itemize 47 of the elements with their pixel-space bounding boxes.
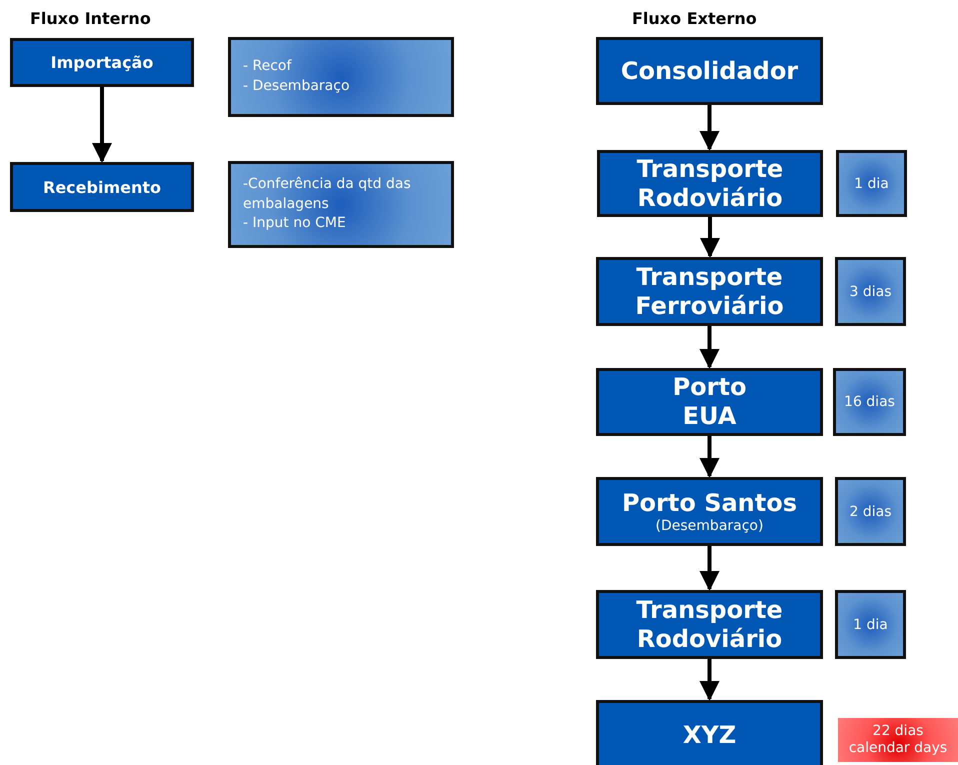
note-box: [228, 161, 454, 248]
box-label: Recebimento: [43, 178, 161, 196]
note-box: [836, 150, 907, 217]
note-box: [833, 368, 906, 436]
box-label: Importação: [50, 53, 154, 72]
arrow: [700, 436, 720, 478]
arrow: [700, 105, 720, 151]
process-box: [596, 477, 823, 546]
box-label: Transporte Ferroviário: [634, 262, 785, 320]
note-box: [835, 590, 906, 659]
box-label: calendar days: [848, 740, 948, 757]
note-text: - Desembaraço: [243, 77, 350, 96]
box-label: Porto EUA: [672, 373, 748, 431]
arrow: [700, 546, 720, 591]
section-heading: Fluxo Interno: [30, 9, 151, 28]
process-box: [10, 162, 194, 212]
process-box: [596, 700, 823, 765]
note-box: [835, 257, 906, 326]
process-box: [597, 150, 823, 217]
note-text: -Conferência da qtd das embalagens: [243, 175, 412, 214]
box-label: XYZ: [682, 720, 736, 750]
note-text: 3 dias: [849, 284, 892, 300]
process-box: [596, 37, 823, 105]
note-text: - Input no CME: [243, 214, 346, 234]
arrow: [700, 659, 720, 701]
note-text: - Recof: [243, 57, 292, 76]
box-label: Transporte Rodoviário: [636, 154, 784, 212]
process-box: [10, 38, 194, 87]
process-box: [596, 590, 823, 659]
arrow: [700, 217, 720, 258]
arrow: [92, 87, 112, 163]
box-label: 22 dias: [872, 723, 924, 740]
note-text: 16 dias: [844, 394, 895, 410]
note-box: [835, 477, 906, 546]
box-subtitle: (Desembaraço): [656, 518, 764, 534]
note-text: 1 dia: [854, 176, 889, 192]
total-box: [838, 718, 958, 762]
section-heading: Fluxo Externo: [632, 9, 757, 28]
note-box: [228, 37, 454, 117]
box-label: Transporte Rodoviário: [635, 596, 784, 654]
box-label: Consolidador: [620, 56, 798, 86]
note-text: 1 dia: [853, 616, 888, 632]
note-text: 2 dias: [849, 504, 892, 520]
arrow: [700, 326, 720, 369]
box-label: Porto Santos: [622, 488, 798, 518]
process-box: [596, 368, 823, 436]
process-box: [596, 257, 823, 326]
